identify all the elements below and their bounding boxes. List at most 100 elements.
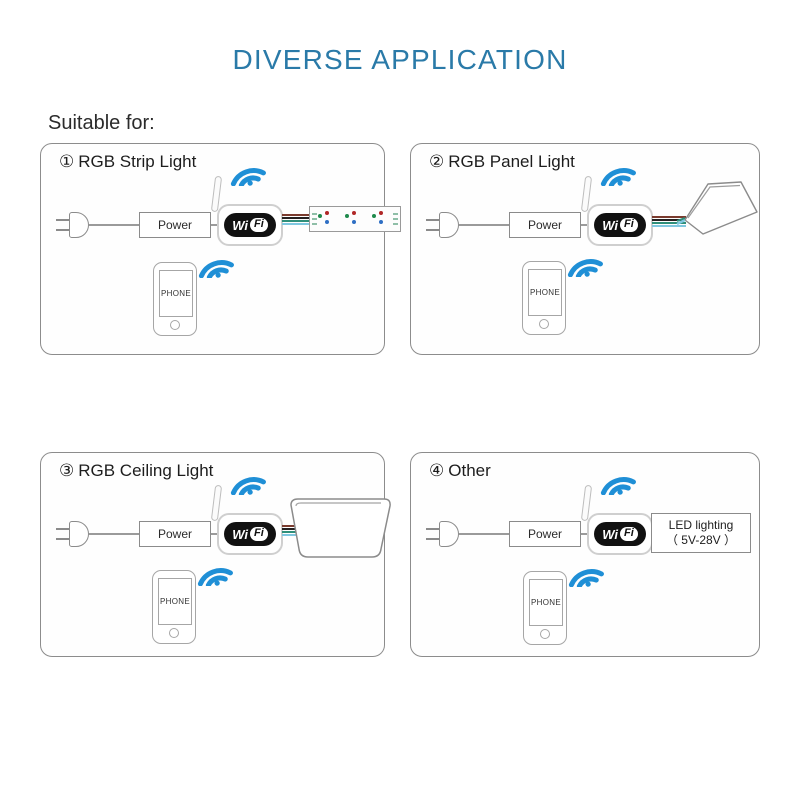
panel-3-number: ③ (59, 461, 75, 480)
wire-green (652, 222, 686, 224)
smartphone-icon[interactable]: PHONE (153, 262, 197, 336)
led-dot-red (379, 211, 383, 215)
wifi-logo-wi: Wi (602, 526, 618, 542)
power-supply-box: Power (139, 212, 211, 238)
power-supply-box: Power (509, 521, 581, 547)
led-dot-red (325, 211, 329, 215)
plug-body (439, 521, 459, 547)
wifi-controller-module[interactable]: Wi Fi (217, 204, 283, 246)
wifi-logo: Wi Fi (224, 213, 276, 237)
wifi-wave-icon (568, 569, 604, 587)
phone-screen: PHONE (158, 578, 192, 625)
panel-1-diagram: Power Wi Fi (41, 144, 401, 354)
plug-prong-bottom (56, 538, 70, 540)
wifi-logo-wi: Wi (602, 217, 618, 233)
wifi-logo-fi: Fi (250, 527, 268, 541)
wifi-logo-wi: Wi (232, 526, 248, 542)
wifi-logo-fi: Fi (250, 218, 268, 232)
led-dot-red (352, 211, 356, 215)
wifi-logo: Wi Fi (594, 213, 646, 237)
led-dot-green (372, 214, 376, 218)
wire-blue (282, 534, 308, 536)
panel-4-diagram: Power Wi Fi (411, 453, 759, 656)
plug-body (69, 212, 89, 238)
wifi-logo: Wi Fi (224, 522, 276, 546)
led-lighting-voltage: （ 5V-28V ） (665, 533, 737, 547)
ceiling-light-device (290, 498, 391, 558)
plug-prong-top (426, 528, 440, 530)
led-dot-blue (325, 220, 329, 224)
strip-solder-pad (393, 218, 398, 220)
led-dot-blue (352, 220, 356, 224)
smartphone-icon[interactable]: PHONE (522, 261, 566, 335)
power-plug-icon (426, 212, 459, 238)
panel-3-label: RGB Ceiling Light (78, 461, 214, 480)
panel-2-diagram: Power Wi Fi (411, 144, 759, 354)
panel-3-diagram: Power Wi Fi (41, 453, 391, 656)
wire-plug-to-power (459, 224, 509, 226)
panel-2-number: ② (429, 152, 445, 171)
led-dot-green (345, 214, 349, 218)
plug-prong-bottom (426, 538, 440, 540)
wire-blue (652, 225, 686, 227)
smartphone-icon[interactable]: PHONE (152, 570, 196, 644)
led-dot-blue (379, 220, 383, 224)
wifi-controller-module[interactable]: Wi Fi (217, 513, 283, 555)
panel-4-label: Other (448, 461, 491, 480)
power-plug-icon (56, 521, 89, 547)
wifi-logo-wi: Wi (232, 217, 248, 233)
power-supply-box: Power (139, 521, 211, 547)
wifi-wave-icon (600, 477, 636, 495)
phone-screen: PHONE (159, 270, 193, 317)
led-lighting-box: LED lighting （ 5V-28V ） (651, 513, 751, 553)
wifi-wave-icon (198, 260, 234, 278)
wifi-logo: Wi Fi (594, 522, 646, 546)
wifi-logo-fi: Fi (620, 527, 638, 541)
rgb-output-cable (652, 216, 686, 228)
phone-home-button[interactable] (169, 628, 179, 638)
strip-solder-pad (312, 213, 317, 215)
plug-prong-top (56, 528, 70, 530)
wire-brown (652, 216, 686, 218)
plug-prong-bottom (56, 229, 70, 231)
plug-body (69, 521, 89, 547)
power-supply-box: Power (509, 212, 581, 238)
led-cluster (372, 211, 388, 229)
wifi-wave-icon (567, 259, 603, 277)
led-dot-green (318, 214, 322, 218)
phone-home-button[interactable] (540, 629, 550, 639)
wifi-wave-icon (230, 477, 266, 495)
phone-screen: PHONE (528, 269, 562, 316)
phone-home-button[interactable] (539, 319, 549, 329)
power-plug-icon (426, 521, 459, 547)
wifi-logo-fi: Fi (620, 218, 638, 232)
wire-green (282, 531, 308, 533)
wifi-wave-icon (230, 168, 266, 186)
power-plug-icon (56, 212, 89, 238)
wire-plug-to-power (89, 533, 139, 535)
wifi-wave-icon (197, 568, 233, 586)
plug-prong-top (426, 219, 440, 221)
strip-solder-pad (393, 223, 398, 225)
led-cluster (318, 211, 334, 229)
led-strip-device (309, 206, 401, 232)
led-lighting-title: LED lighting (668, 518, 734, 532)
phone-screen: PHONE (529, 579, 563, 626)
wire-black (652, 219, 686, 221)
wifi-wave-icon (600, 168, 636, 186)
plug-prong-top (56, 219, 70, 221)
phone-home-button[interactable] (170, 320, 180, 330)
page-title: DIVERSE APPLICATION (232, 44, 568, 75)
smartphone-icon[interactable]: PHONE (523, 571, 567, 645)
wifi-controller-module[interactable]: Wi Fi (587, 513, 653, 555)
panel-4-number: ④ (429, 461, 445, 480)
plug-body (439, 212, 459, 238)
plug-prong-bottom (426, 229, 440, 231)
wire-plug-to-power (89, 224, 139, 226)
